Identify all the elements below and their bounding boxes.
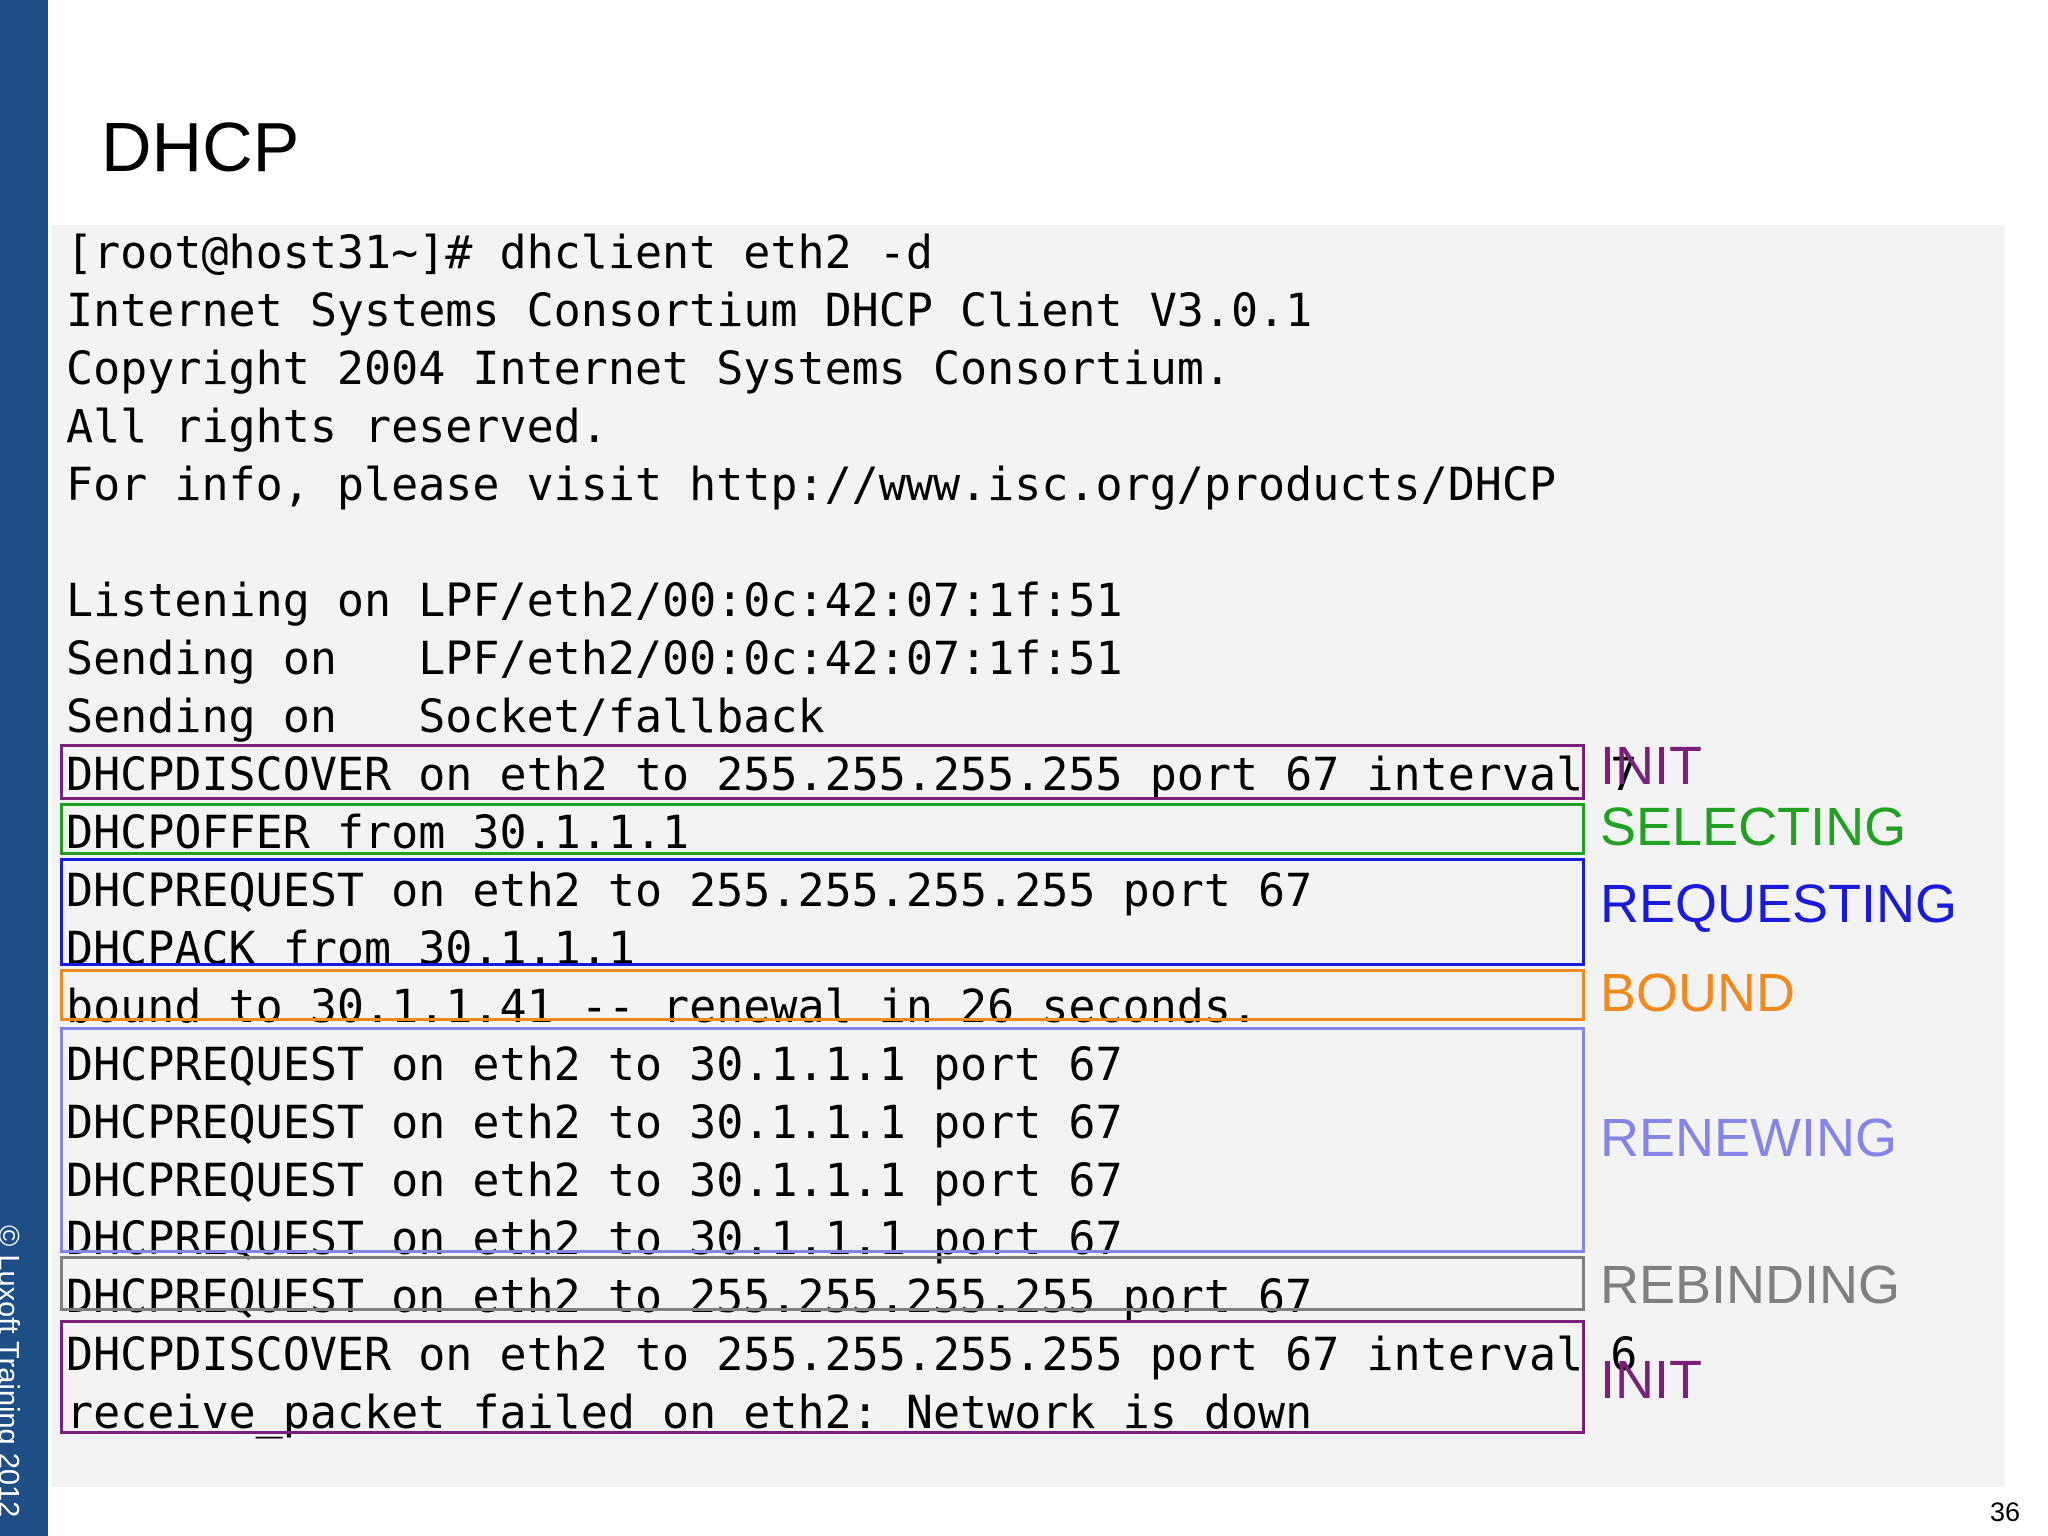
terminal-line: DHCPREQUEST on eth2 to 30.1.1.1 port 67 bbox=[66, 1096, 1123, 1149]
sidebar-band: © Luxoft Training 2012 bbox=[0, 0, 48, 1536]
slide-title: DHCP bbox=[101, 108, 300, 186]
terminal-line: DHCPREQUEST on eth2 to 30.1.1.1 port 67 bbox=[66, 1038, 1123, 1091]
terminal-line: DHCPDISCOVER on eth2 to 255.255.255.255 … bbox=[66, 748, 1638, 801]
state-requesting: REQUESTING bbox=[1600, 874, 1958, 934]
terminal-line: DHCPDISCOVER on eth2 to 255.255.255.255 … bbox=[66, 1328, 1638, 1381]
state-selecting: SELECTING bbox=[1600, 797, 1907, 857]
page-number: 36 bbox=[1990, 1497, 2021, 1527]
terminal-line: receive_packet failed on eth2: Network i… bbox=[66, 1386, 1313, 1439]
copyright-text: © Luxoft Training 2012 bbox=[0, 1225, 24, 1518]
init-box-2 bbox=[60, 1320, 1585, 1434]
terminal-line: [root@host31~]# dhclient eth2 -d bbox=[66, 226, 933, 279]
rebinding-box bbox=[60, 1256, 1585, 1311]
selecting-box bbox=[60, 803, 1585, 855]
state-bound: BOUND bbox=[1600, 963, 1796, 1023]
terminal-line: DHCPOFFER from 30.1.1.1 bbox=[66, 806, 690, 859]
terminal-line: DHCPACK from 30.1.1.1 bbox=[66, 922, 635, 975]
terminal-line: Copyright 2004 Internet Systems Consorti… bbox=[66, 342, 1231, 395]
state-init: INIT bbox=[1600, 736, 1702, 796]
init-box bbox=[60, 744, 1585, 800]
terminal-line: Internet Systems Consortium DHCP Client … bbox=[66, 284, 1313, 337]
terminal-line: DHCPREQUEST on eth2 to 30.1.1.1 port 67 bbox=[66, 1154, 1123, 1207]
renewing-box bbox=[60, 1027, 1585, 1253]
state-init-2: INIT bbox=[1600, 1350, 1702, 1410]
terminal-line: All rights reserved. bbox=[66, 400, 608, 453]
state-rebinding: REBINDING bbox=[1600, 1255, 1901, 1315]
terminal-line: Listening on LPF/eth2/00:0c:42:07:1f:51 bbox=[66, 574, 1123, 627]
requesting-box bbox=[60, 858, 1585, 966]
state-renewing: RENEWING bbox=[1600, 1108, 1897, 1168]
terminal-line: Sending on Socket/fallback bbox=[66, 690, 825, 743]
terminal-line: bound to 30.1.1.41 -- renewal in 26 seco… bbox=[66, 980, 1259, 1033]
terminal-line: For info, please visit http://www.isc.or… bbox=[66, 458, 1557, 511]
terminal-screenshot bbox=[52, 225, 2005, 1487]
terminal-line: DHCPREQUEST on eth2 to 255.255.255.255 p… bbox=[66, 864, 1313, 917]
bound-box bbox=[60, 969, 1585, 1021]
terminal-line: Sending on LPF/eth2/00:0c:42:07:1f:51 bbox=[66, 632, 1123, 685]
terminal-line: DHCPREQUEST on eth2 to 255.255.255.255 p… bbox=[66, 1270, 1313, 1323]
